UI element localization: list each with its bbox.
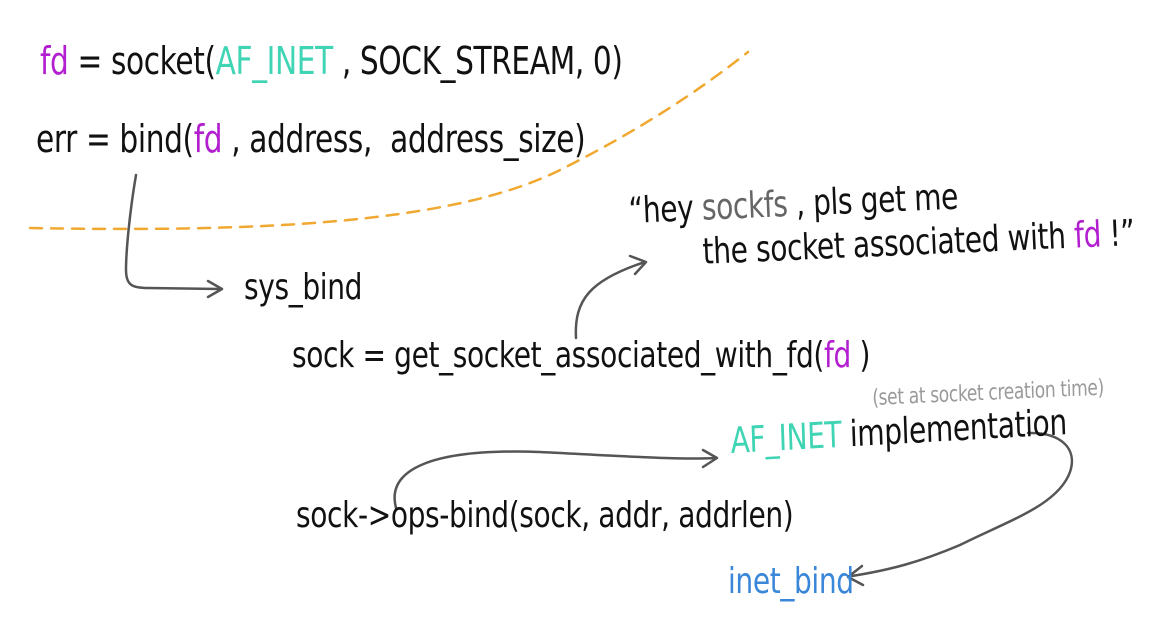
quote-prefix: “hey (627, 187, 703, 232)
bind-call-prefix: err = bind( (36, 117, 194, 161)
inet-bind-function: inet_bind (728, 561, 854, 602)
bind-call-line: err = bind(fd , address, address_size) (36, 117, 586, 161)
impl-to-inet-bind-arrow (850, 431, 1074, 578)
fd-variable: fd (40, 39, 69, 83)
impl-af-inet-constant: AF_INET (729, 414, 843, 462)
socket-call-args: , SOCK_STREAM, 0) (332, 39, 623, 83)
get-socket-call: sock = get_socket_associated_with_fd( (292, 335, 824, 376)
ops-bind-call: sock->ops-bind(sock, addr, addrlen) (296, 495, 794, 536)
get-socket-line: sock = get_socket_associated_with_fd(fd … (292, 338, 870, 374)
socket-call-line: fd = socket(AF_INET , SOCK_STREAM, 0) (40, 42, 623, 80)
quote-request: , pls get me (786, 176, 959, 226)
bind-to-sys-bind-arrow (124, 173, 222, 291)
dashed-boundary-line (28, 50, 750, 231)
socket-call-text: = socket( (68, 39, 217, 83)
bind-fd-argument: fd (193, 117, 223, 161)
impl-to-inet-bind-arrowhead (846, 564, 865, 587)
ops-bind-to-impl-arrowhead (701, 448, 719, 469)
bind-call-args: , address, address_size) (222, 117, 586, 161)
get-socket-to-quote-arrow (574, 260, 647, 340)
sys-bind-label: sys_bind (244, 267, 363, 308)
quote-end: !” (1100, 212, 1136, 256)
bind-to-sys-bind-arrowhead (206, 279, 224, 299)
get-socket-fd-argument: fd (823, 335, 851, 376)
get-socket-to-quote-arrowhead (628, 254, 648, 276)
sockfs-word: sockfs (701, 184, 789, 229)
ops-bind-to-impl-arrow (393, 450, 718, 510)
af-inet-constant: AF_INET (215, 39, 334, 83)
get-socket-close: ) (850, 335, 871, 376)
quote-fd-word: fd (1073, 214, 1102, 257)
